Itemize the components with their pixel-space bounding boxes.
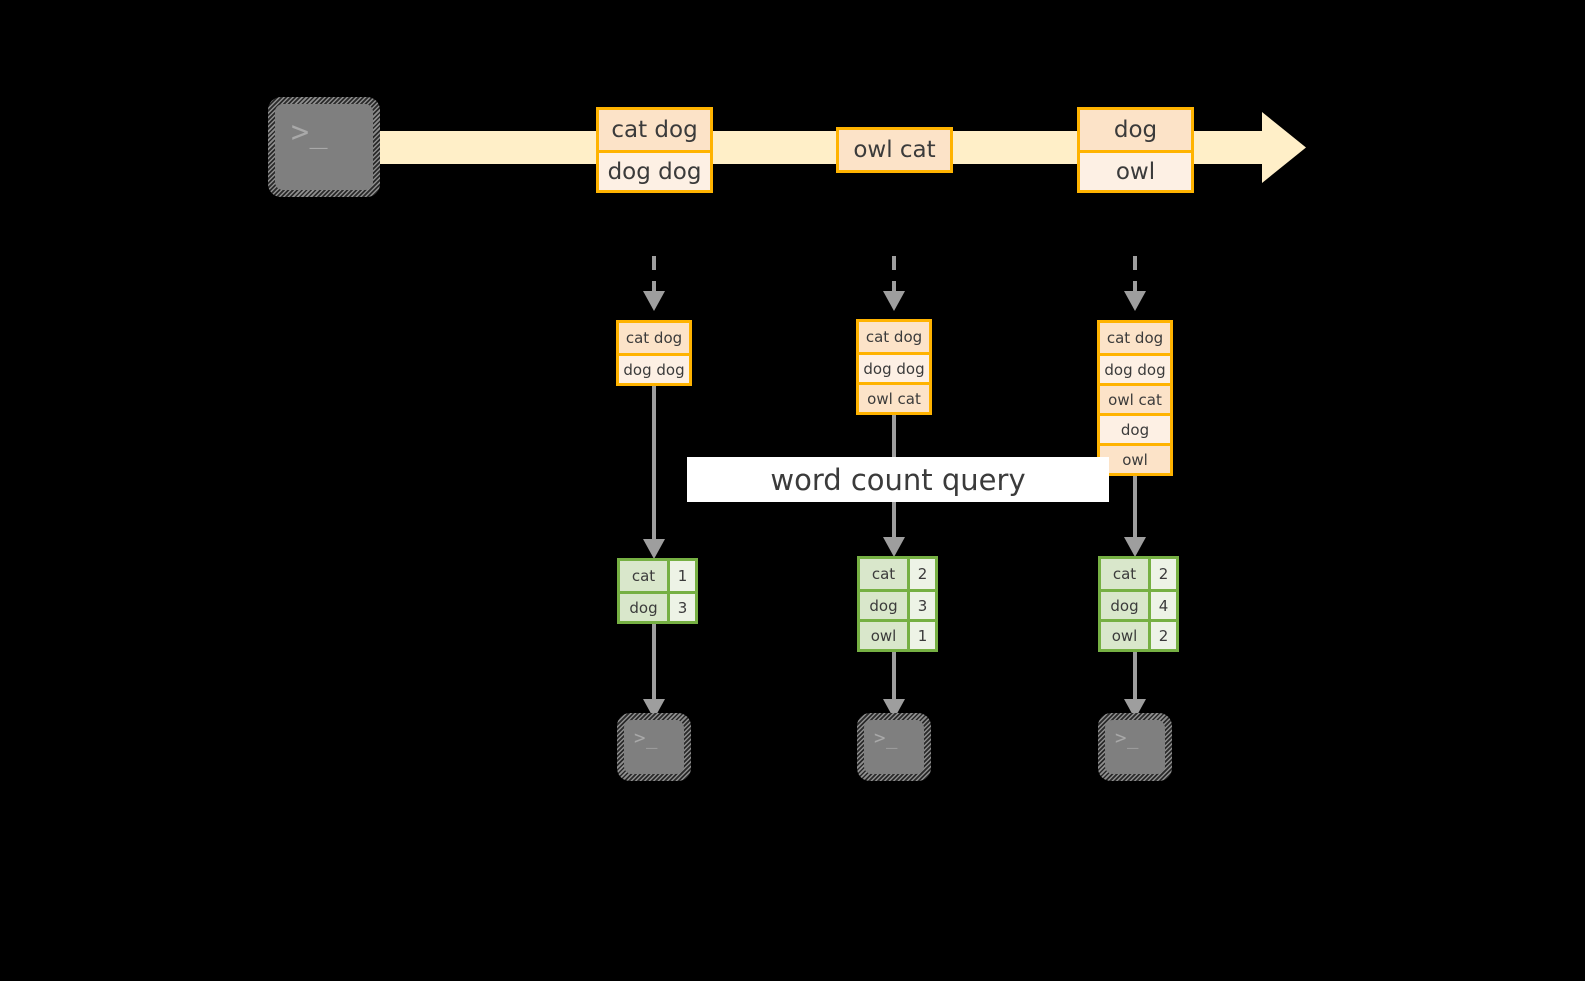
count-table-3[interactable]: cat 2 dog 4 owl 2 bbox=[1098, 556, 1179, 652]
stream-to-snapshot-arrowheads bbox=[643, 291, 1146, 311]
count-value: 1 bbox=[667, 561, 695, 591]
snapshot-line: owl cat bbox=[859, 382, 929, 412]
snapshot-line: dog dog bbox=[859, 352, 929, 382]
sink-terminal-icon-3[interactable]: >_ bbox=[1098, 713, 1172, 781]
count-to-sink-arrows bbox=[652, 620, 1137, 700]
count-key: cat bbox=[1101, 559, 1148, 589]
count-key: cat bbox=[860, 559, 907, 589]
sink-terminal-icon-2[interactable]: >_ bbox=[857, 713, 931, 781]
terminal-face bbox=[1105, 720, 1165, 774]
count-table-2[interactable]: cat 2 dog 3 owl 1 bbox=[857, 556, 938, 652]
snapshot-line: owl cat bbox=[1100, 383, 1170, 413]
count-value: 3 bbox=[907, 592, 935, 619]
record-line: owl bbox=[1080, 150, 1191, 190]
terminal-prompt-glyph: >_ bbox=[634, 727, 658, 749]
count-value: 2 bbox=[1148, 559, 1176, 589]
count-key: dog bbox=[620, 594, 667, 621]
count-value: 2 bbox=[907, 559, 935, 589]
snapshot-line: dog dog bbox=[1100, 353, 1170, 383]
count-value: 1 bbox=[907, 622, 935, 649]
terminal-face bbox=[275, 104, 373, 190]
count-to-sink-arrowheads bbox=[643, 699, 1146, 719]
record-line: owl cat bbox=[839, 130, 950, 170]
snapshot-line: dog bbox=[1100, 413, 1170, 443]
sink-terminal-icon-1[interactable]: >_ bbox=[617, 713, 691, 781]
snapshot-line: owl bbox=[1100, 443, 1170, 473]
snapshot-stack-2[interactable]: cat dog dog dog owl cat bbox=[856, 319, 932, 415]
record-line: dog bbox=[1080, 110, 1191, 150]
count-table-1[interactable]: cat 1 dog 3 bbox=[617, 558, 698, 624]
count-key: owl bbox=[860, 622, 907, 649]
table-row: dog 3 bbox=[620, 591, 695, 621]
terminal-face bbox=[624, 720, 684, 774]
snapshot-stack-1[interactable]: cat dog dog dog bbox=[616, 320, 692, 386]
snapshot-stack-3[interactable]: cat dog dog dog owl cat dog owl bbox=[1097, 320, 1173, 476]
stream-record-3[interactable]: dog owl bbox=[1077, 107, 1194, 193]
event-stream-band bbox=[360, 112, 1306, 183]
stream-record-1[interactable]: cat dog dog dog bbox=[596, 107, 713, 193]
source-terminal-icon[interactable]: >_ bbox=[268, 97, 380, 197]
count-value: 3 bbox=[667, 594, 695, 621]
count-value: 4 bbox=[1148, 592, 1176, 619]
terminal-prompt-glyph: >_ bbox=[291, 115, 329, 150]
table-row: dog 3 bbox=[860, 589, 935, 619]
count-value: 2 bbox=[1148, 622, 1176, 649]
snapshot-to-count-arrowheads bbox=[643, 537, 1146, 559]
stream-record-2[interactable]: owl cat bbox=[836, 127, 953, 173]
count-key: owl bbox=[1101, 622, 1148, 649]
count-key: dog bbox=[1101, 592, 1148, 619]
snapshot-line: cat dog bbox=[619, 323, 689, 353]
snapshot-line: dog dog bbox=[619, 353, 689, 383]
count-key: cat bbox=[620, 561, 667, 591]
table-row: cat 1 bbox=[620, 561, 695, 591]
table-row: owl 2 bbox=[1101, 619, 1176, 649]
stream-to-snapshot-arrows bbox=[652, 256, 1137, 292]
terminal-prompt-glyph: >_ bbox=[874, 727, 898, 749]
table-row: owl 1 bbox=[860, 619, 935, 649]
table-row: dog 4 bbox=[1101, 589, 1176, 619]
terminal-prompt-glyph: >_ bbox=[1115, 727, 1139, 749]
table-row: cat 2 bbox=[1101, 559, 1176, 589]
table-row: cat 2 bbox=[860, 559, 935, 589]
snapshot-line: cat dog bbox=[859, 322, 929, 352]
record-line: cat dog bbox=[599, 110, 710, 150]
record-line: dog dog bbox=[599, 150, 710, 190]
snapshot-line: cat dog bbox=[1100, 323, 1170, 353]
count-key: dog bbox=[860, 592, 907, 619]
terminal-face bbox=[864, 720, 924, 774]
query-label: word count query bbox=[687, 457, 1109, 502]
